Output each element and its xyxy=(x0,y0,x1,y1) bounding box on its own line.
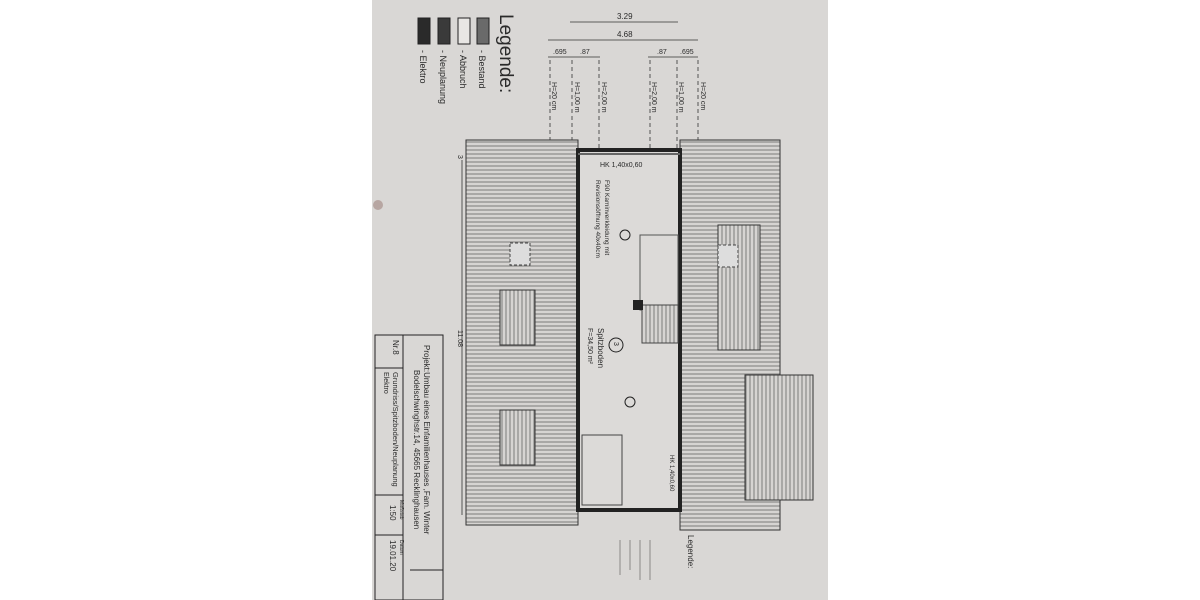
legend-swatch-elektro xyxy=(417,17,431,45)
room-number: 3 xyxy=(612,342,619,346)
height-label: H=1,00 m xyxy=(677,82,684,113)
date-value: 19.01.20 xyxy=(388,540,397,572)
dormer xyxy=(499,409,536,466)
punch-hole xyxy=(373,200,383,210)
date-label: Datum xyxy=(398,540,404,555)
legend-swatch-abbruch xyxy=(457,17,471,45)
dormer xyxy=(499,289,536,346)
dormer xyxy=(744,374,814,501)
dormer xyxy=(717,224,761,351)
drawing-number: Nr.8 xyxy=(391,340,400,355)
height-label: H=20 cm xyxy=(550,82,557,110)
project-address: Bodelschwinghstr.14, 45665 Recklinghause… xyxy=(412,370,421,529)
scale-value: 1:50 xyxy=(388,505,397,521)
dimension-length: 11.08 xyxy=(456,330,463,347)
room-area: F=34,50 m² xyxy=(586,328,593,365)
drawing-subtitle: Elektro xyxy=(382,372,389,394)
dimension-segment: .87 xyxy=(657,49,667,56)
room-name: Spitzboden xyxy=(596,328,605,368)
legend-swatch-bestand xyxy=(476,17,490,45)
legend-swatch-neuplanung xyxy=(437,17,451,45)
dimension-segment: .87 xyxy=(580,49,590,56)
dimension-top: 3.29 xyxy=(617,12,633,21)
chimney-note: Revisionsöffnung 40x40cm xyxy=(594,180,601,258)
legend-label-neuplanung: - Neuplanung xyxy=(438,50,448,104)
window-label-bottom: HK 1,40x0,60 xyxy=(668,455,674,492)
dimension-overall: 4.68 xyxy=(617,30,633,39)
ceiling-light-icon xyxy=(624,396,636,408)
side-marker: 3 xyxy=(456,155,463,159)
legend-label-bestand: - Bestand xyxy=(477,50,487,89)
room-number-circle xyxy=(608,337,624,353)
ceiling-light-icon xyxy=(619,229,631,241)
height-label: H=2,00 m xyxy=(650,82,657,113)
height-label: H=20 cm xyxy=(699,82,706,110)
legend-label-abbruch: - Abbruch xyxy=(458,50,468,89)
dimension-segment: .695 xyxy=(680,49,694,56)
chimney-icon xyxy=(633,300,643,310)
title-block xyxy=(374,334,444,600)
dimension-lines xyxy=(461,21,699,515)
legend: Legende: - Bestand - Abbruch - Neuplanun… xyxy=(417,14,516,104)
height-label: H=1,00 m xyxy=(573,82,580,113)
legend-title: Legende: xyxy=(495,14,516,93)
height-label: H=2,00 m xyxy=(600,82,607,113)
dimension-segment: .695 xyxy=(553,49,567,56)
stair xyxy=(641,304,679,344)
project-title: Projekt:Umbau eines Einfamilienhauses ,F… xyxy=(422,345,431,535)
skylight xyxy=(509,242,531,266)
legend-label-elektro: - Elektro xyxy=(418,50,428,84)
scale-label: Maßstab xyxy=(398,500,404,520)
window-label-top: HK 1,40x0,60 xyxy=(600,162,643,169)
furniture xyxy=(581,434,623,506)
chimney-note: F90 Kaminverkleidung mit xyxy=(603,180,610,255)
skylight xyxy=(717,244,739,268)
electrical-legend-title: Legende: xyxy=(686,535,695,568)
drawing-title: Grundriss/Spitzboden/Neuplanung xyxy=(391,372,400,487)
